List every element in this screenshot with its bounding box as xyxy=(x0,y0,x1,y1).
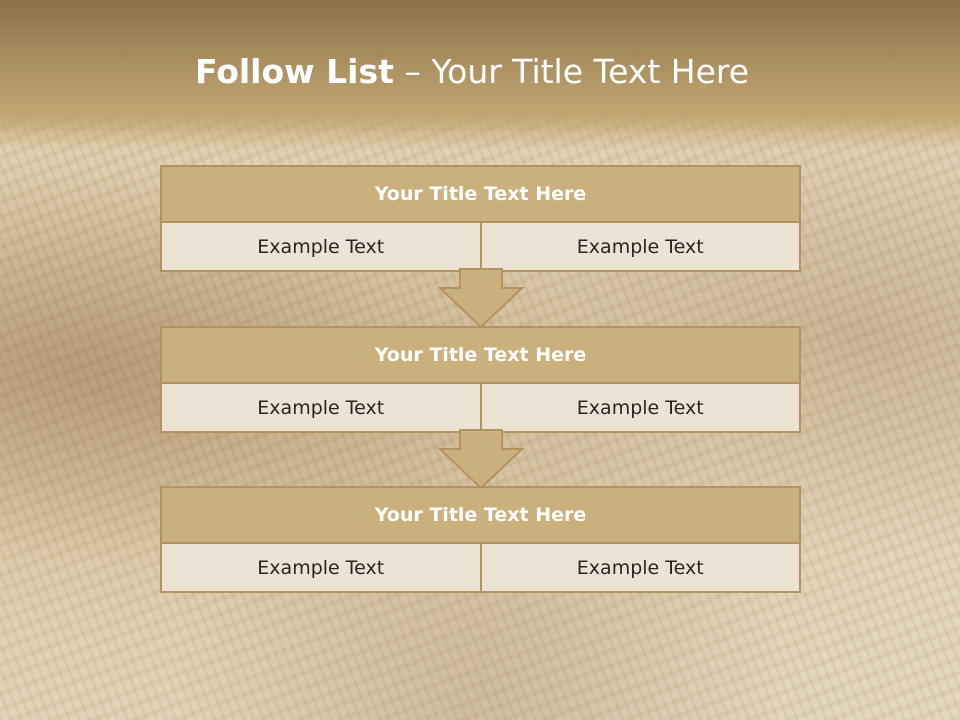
block-title: Your Title Text Here xyxy=(160,326,801,384)
block-cell-left: Example Text xyxy=(162,544,482,591)
list-block-3: Your Title Text Here Example Text Exampl… xyxy=(160,486,801,593)
block-cell-right: Example Text xyxy=(576,556,704,579)
slide-title: Follow List – Your Title Text Here xyxy=(0,52,944,91)
block-title: Your Title Text Here xyxy=(160,486,801,544)
slide-title-rest: – Your Title Text Here xyxy=(393,52,750,91)
list-block-2: Your Title Text Here Example Text Exampl… xyxy=(160,326,801,433)
down-arrow-icon xyxy=(438,429,524,489)
down-arrow-icon xyxy=(438,268,524,328)
block-row: Example Text Example Text xyxy=(160,384,801,433)
block-cell-right: Example Text xyxy=(576,396,704,419)
block-row: Example Text Example Text xyxy=(160,223,801,272)
slide-title-bold: Follow List xyxy=(194,52,394,91)
block-cell-left: Example Text xyxy=(162,384,482,431)
block-row: Example Text Example Text xyxy=(160,544,801,593)
block-cell-left: Example Text xyxy=(162,223,482,270)
block-title: Your Title Text Here xyxy=(160,165,801,223)
header-band xyxy=(0,0,960,150)
list-block-1: Your Title Text Here Example Text Exampl… xyxy=(160,165,801,272)
block-cell-right: Example Text xyxy=(576,235,704,258)
